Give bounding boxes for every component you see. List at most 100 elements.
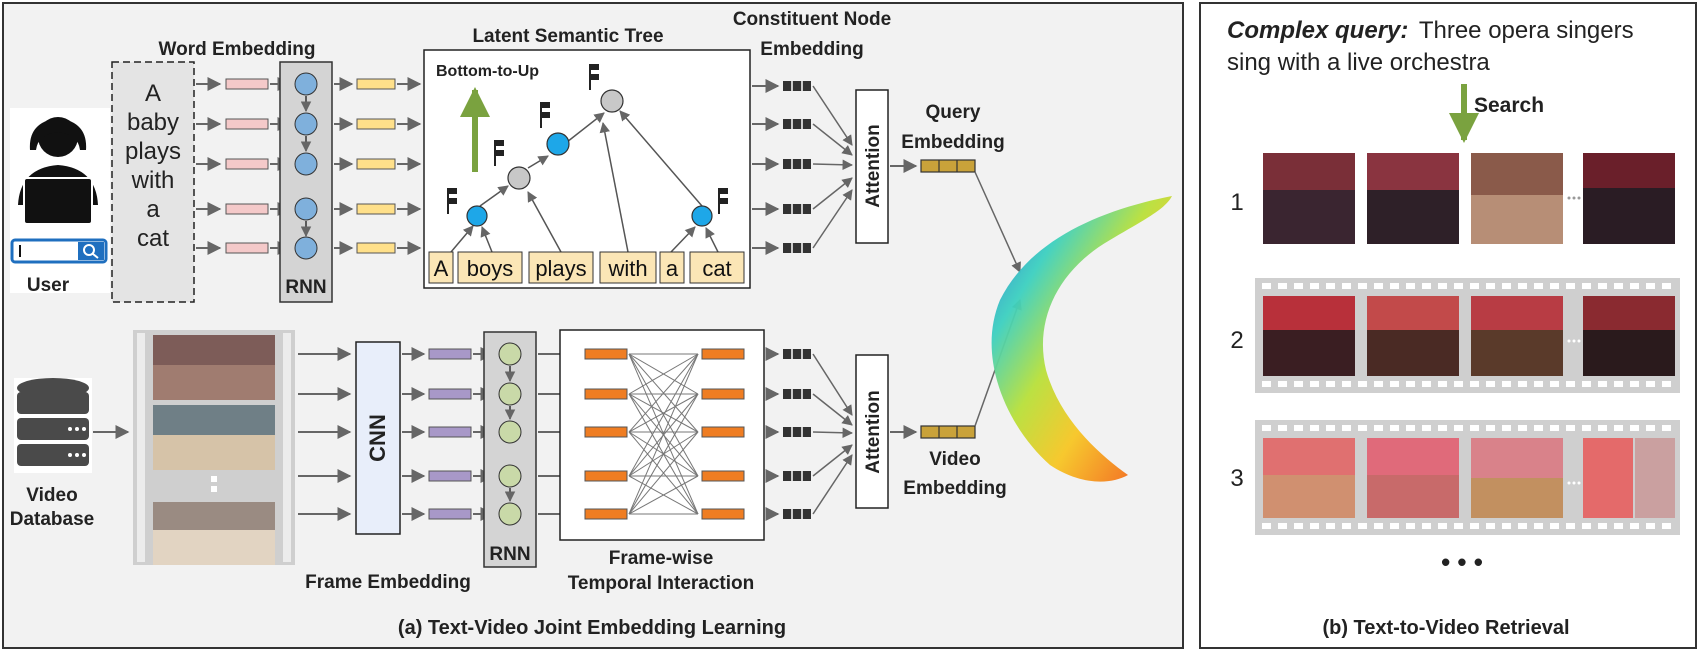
film-sprocket-hole xyxy=(1454,425,1463,431)
film-sprocket-hole xyxy=(1566,381,1575,387)
film-sprocket-hole xyxy=(1502,425,1511,431)
film-sprocket-hole xyxy=(1406,283,1415,289)
tree-leaf-word: boys xyxy=(467,256,513,281)
film-sprocket-hole xyxy=(1454,523,1463,529)
tree-leaf-word: a xyxy=(666,256,679,281)
film-sprocket-hole xyxy=(1342,283,1351,289)
video-embedding-label-1: Video xyxy=(929,449,980,470)
tree-nodes xyxy=(466,89,713,227)
film-sprocket-hole xyxy=(1262,283,1271,289)
film-sprocket-hole xyxy=(1502,283,1511,289)
film-sprocket-hole xyxy=(1438,523,1447,529)
film-sprocket-hole xyxy=(1262,425,1271,431)
film-sprocket-hole xyxy=(1358,381,1367,387)
film-sprocket-hole xyxy=(1342,381,1351,387)
film-sprocket-hole xyxy=(1422,425,1431,431)
film-sprocket-hole xyxy=(1326,523,1335,529)
film-sprocket-hole xyxy=(1566,425,1575,431)
film-sprocket-hole xyxy=(1614,283,1623,289)
tree-leaf-word: plays xyxy=(535,256,586,281)
film-sprocket-hole xyxy=(1374,381,1383,387)
query-embedding-label-2: Embedding xyxy=(901,132,1004,153)
film-sprocket-hole xyxy=(1598,425,1607,431)
film-sprocket-hole xyxy=(1550,523,1559,529)
film-sprocket-hole xyxy=(1278,283,1287,289)
film-sprocket-hole xyxy=(1630,283,1639,289)
film-sprocket-hole xyxy=(1390,425,1399,431)
film-sprocket-hole xyxy=(1262,523,1271,529)
tree-leaf-word: with xyxy=(607,256,647,281)
tree-leaf-word: A xyxy=(434,256,449,281)
film-sprocket-hole xyxy=(1630,381,1639,387)
film-sprocket-hole xyxy=(1534,381,1543,387)
video-db-label-1: Video xyxy=(26,485,77,506)
film-sprocket-hole xyxy=(1294,283,1303,289)
text-rnn-label: RNN xyxy=(285,277,326,298)
film-sprocket-hole xyxy=(1582,283,1591,289)
film-sprocket-hole xyxy=(1646,425,1655,431)
film-sprocket-hole xyxy=(1390,283,1399,289)
rank-label: 2 xyxy=(1230,327,1243,354)
more-results-ellipsis: • • • xyxy=(1441,547,1483,577)
film-sprocket-hole xyxy=(1518,523,1527,529)
film-sprocket-hole xyxy=(1534,425,1543,431)
query-attention-label: Attention xyxy=(863,124,884,207)
database-icon xyxy=(14,378,92,473)
film-sprocket-hole xyxy=(1662,523,1671,529)
film-sprocket-hole xyxy=(1294,425,1303,431)
film-sprocket-hole xyxy=(1502,381,1511,387)
film-sprocket-hole xyxy=(1550,381,1559,387)
film-sprocket-hole xyxy=(1630,425,1639,431)
user-icon xyxy=(10,108,110,293)
film-sprocket-hole xyxy=(1486,283,1495,289)
query-to-space-arrow xyxy=(974,171,1021,273)
frame-embedding-label: Frame Embedding xyxy=(305,572,471,593)
result-3-filmstrip xyxy=(1255,420,1680,535)
film-sprocket-hole xyxy=(1326,381,1335,387)
film-sprocket-hole xyxy=(1518,381,1527,387)
video-frames-strip xyxy=(133,330,295,565)
rank-label: 3 xyxy=(1230,465,1243,492)
film-sprocket-hole xyxy=(1422,523,1431,529)
temporal-label-1: Frame-wise xyxy=(609,548,714,569)
film-sprocket-hole xyxy=(1630,523,1639,529)
temporal-left-vectors xyxy=(584,348,628,520)
word-embedding-label: Word Embedding xyxy=(159,39,316,60)
temporal-right-vectors xyxy=(701,348,745,520)
film-sprocket-hole xyxy=(1534,523,1543,529)
complex-query-text-2: sing with a live orchestra xyxy=(1227,49,1490,76)
film-sprocket-hole xyxy=(1470,523,1479,529)
sentence-word: A xyxy=(145,80,161,107)
film-sprocket-hole xyxy=(1390,523,1399,529)
film-sprocket-hole xyxy=(1486,381,1495,387)
sentence-word: plays xyxy=(125,138,181,165)
film-sprocket-hole xyxy=(1662,425,1671,431)
video-rnn-label: RNN xyxy=(489,544,530,565)
video-embedding-vector xyxy=(920,425,976,439)
film-sprocket-hole xyxy=(1646,283,1655,289)
film-sprocket-hole xyxy=(1550,283,1559,289)
film-sprocket-hole xyxy=(1646,381,1655,387)
video-embedding-label-2: Embedding xyxy=(903,478,1006,499)
frame-to-cnn-arrows xyxy=(298,347,352,521)
video-frame-vectors xyxy=(765,347,854,521)
tree-leaves xyxy=(428,251,745,284)
complex-query-prefix: Complex query: xyxy=(1227,17,1408,44)
film-sprocket-hole xyxy=(1438,283,1447,289)
constituent-embeddings xyxy=(752,79,854,255)
film-sprocket-hole xyxy=(1598,381,1607,387)
sentence-word: a xyxy=(146,196,160,223)
film-sprocket-hole xyxy=(1470,283,1479,289)
film-sprocket-hole xyxy=(1598,283,1607,289)
film-sprocket-hole xyxy=(1390,381,1399,387)
film-sprocket-hole xyxy=(1294,381,1303,387)
film-sprocket-hole xyxy=(1438,381,1447,387)
film-sprocket-hole xyxy=(1374,283,1383,289)
film-sprocket-hole xyxy=(1294,523,1303,529)
cnn-label: CNN xyxy=(365,414,390,462)
film-sprocket-hole xyxy=(1310,425,1319,431)
film-sprocket-hole xyxy=(1534,283,1543,289)
complex-query-text-line1: Complex query: Three opera singers xyxy=(1227,17,1634,44)
query-embedding-label-1: Query xyxy=(926,102,981,123)
film-sprocket-hole xyxy=(1550,425,1559,431)
